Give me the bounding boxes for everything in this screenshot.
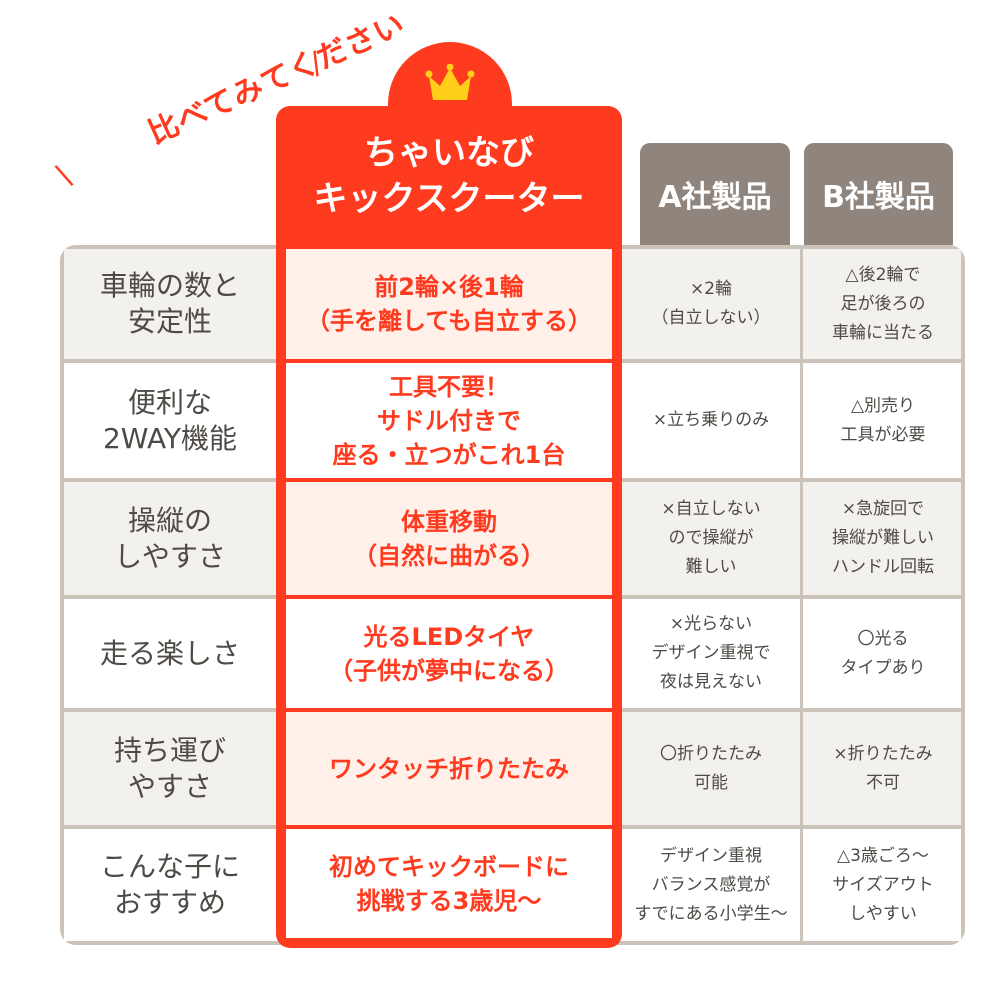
company-b-cell: ×急旋回で 操縦が難しい ハンドル回転 — [832, 499, 934, 577]
company-b-cell: △後2輪で 足が後ろの 車輪に当たる — [832, 264, 934, 343]
feature-label: 車輪の数と 安定性 — [99, 269, 240, 338]
featured-cell: 光るLEDタイヤ （子供が夢中になる） — [329, 622, 569, 685]
tagline-slash-left: \ — [52, 157, 76, 194]
company-b-cell: 〇光る タイプあり — [840, 628, 926, 678]
featured-row-bg — [286, 712, 612, 825]
company-a-cell: ×自立しない ので操縦が 難しい — [661, 499, 761, 577]
company-a-cell: デザイン重視 バランス感覚が すでにある小学生〜 — [634, 845, 788, 924]
feature-label: 操縦の しやすさ — [114, 503, 226, 573]
header-company-b: B社製品 — [804, 143, 953, 245]
feature-label: 便利な 2WAY機能 — [102, 385, 238, 455]
featured-row-bg — [286, 482, 612, 595]
company-a-cell: 〇折りたたみ 可能 — [660, 743, 762, 793]
featured-row-bg — [286, 249, 612, 359]
column-divider — [800, 249, 803, 941]
featured-product-title: ちゃいなび キックスクーター — [313, 133, 585, 219]
featured-row-bg — [286, 829, 612, 938]
company-a-cell: ×光らない デザイン重視で 夜は見えない — [651, 614, 771, 692]
featured-cell: 体重移動 （自然に曲がる） — [353, 507, 545, 570]
header-company-a: A社製品 — [640, 143, 790, 245]
company-a-cell: ×2輪 （自立しない） — [651, 279, 771, 328]
feature-label: 持ち運び やすさ — [113, 733, 226, 803]
featured-cell: 初めてキックボードに 挑戦する3歳児〜 — [329, 852, 569, 915]
feature-label: 走る楽しさ — [99, 636, 240, 670]
company-b-cell: △別売り 工具が必要 — [840, 395, 926, 445]
featured-cell: ワンタッチ折りたたみ — [329, 754, 569, 783]
feature-label: こんな子に おすすめ — [99, 850, 240, 919]
featured-cell: 工具不要！ サドル付きで 座る・立つがこれ1台 — [332, 372, 566, 469]
featured-cell: 前2輪×後1輪 （手を離しても自立する） — [305, 273, 593, 335]
featured-row-bg — [286, 363, 612, 478]
featured-row-bg — [286, 599, 612, 708]
crown-icon — [425, 64, 475, 100]
company-b-cell: △3歳ごろ〜 サイズアウト しやすい — [832, 845, 934, 924]
company-b-cell: ×折りたたみ 不可 — [833, 743, 933, 793]
company-a-cell: ×立ち乗りのみ — [652, 410, 770, 430]
